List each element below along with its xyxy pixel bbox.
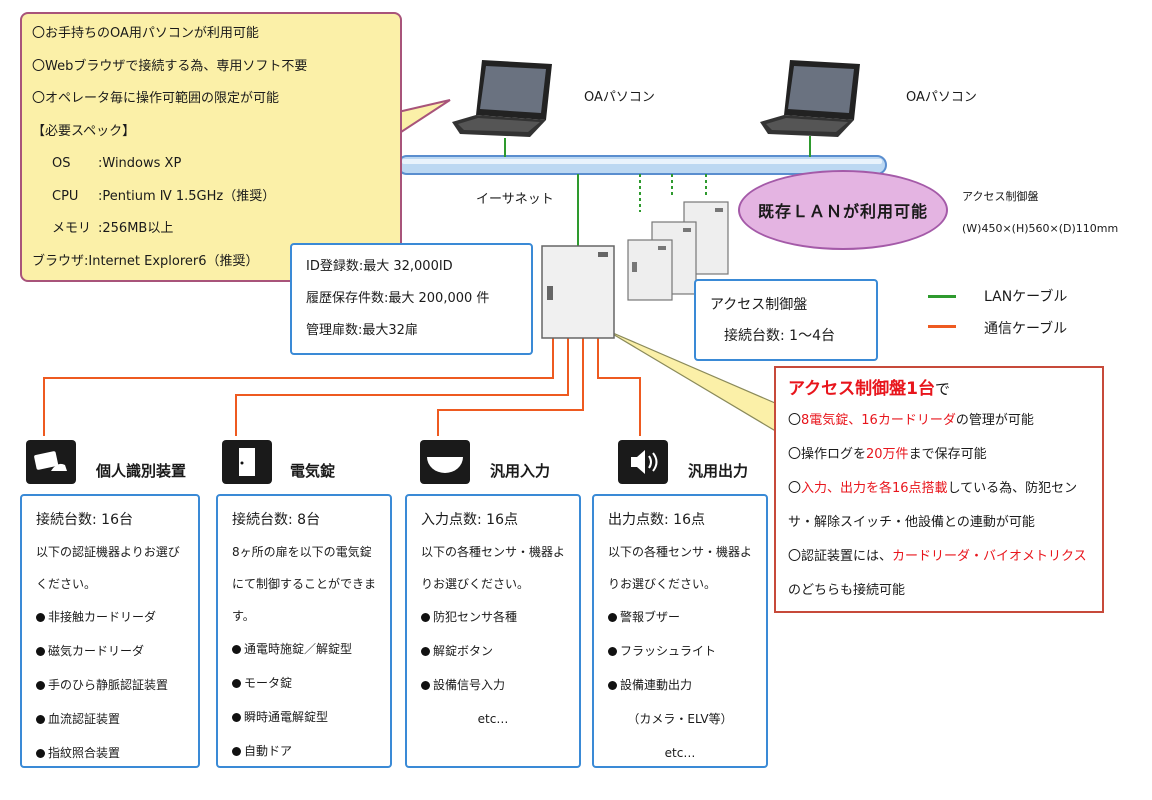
lan-legend-swatch <box>928 295 956 298</box>
panel-count-value: 接続台数: 1～4台 <box>724 328 835 344</box>
category-title: 個人識別装置 <box>96 462 187 480</box>
benefit-line: 〇お手持ちのOA用パソコンが利用可能 <box>32 26 259 41</box>
ethernet-label: イーサネット <box>476 192 554 207</box>
category-head: 接続台数: 16台 <box>36 512 133 528</box>
comm-legend-label: 通信ケーブル <box>984 321 1068 337</box>
category-box-general-input: 入力点数: 16点 以下の各種センサ・機器よ りお選びください。 防犯センサ各種… <box>405 494 581 768</box>
panel-dimensions: (W)450×(H)560×(D)110mm <box>962 222 1119 235</box>
controller-spec-box: ID登録数:最大 32,000ID 履歴保存件数:最大 200,000 件 管理… <box>290 243 533 355</box>
door-icon <box>222 440 272 484</box>
etc-note: etc… <box>477 712 509 726</box>
category-desc: りお選びください。 <box>608 577 717 591</box>
category-box-general-output: 出力点数: 16点 以下の各種センサ・機器よ りお選びください。 警報ブザー フ… <box>592 494 768 768</box>
sensor-dome-icon <box>420 440 470 484</box>
spec-row: ID登録数:最大 32,000ID <box>306 259 453 274</box>
category-desc: 以下の各種センサ・機器よ <box>421 545 566 559</box>
extra-panel-icon <box>627 239 673 301</box>
category-desc: す。 <box>232 609 255 623</box>
category-desc: 8ヶ所の扉を以下の電気錠 <box>232 545 372 559</box>
pc-label: OAパソコン <box>584 90 655 105</box>
category-title: 電気錠 <box>290 462 336 480</box>
category-desc: ください。 <box>36 577 97 591</box>
access-control-panel-icon <box>541 245 615 339</box>
lan-legend-label: LANケーブル <box>984 289 1068 305</box>
category-desc: にて制御することができま <box>232 577 377 591</box>
feature-line: サ・解除スイッチ・他設備との連動が可能 <box>788 515 1035 530</box>
spec-memory: メモリ:256MB以上 <box>52 221 174 236</box>
spec-browser: ブラウザ:Internet Explorer6（推奨） <box>32 253 259 269</box>
category-desc: 以下の各種センサ・機器よ <box>608 545 753 559</box>
list-item: モータ錠 <box>232 666 376 700</box>
category-desc: りお選びください。 <box>421 577 530 591</box>
comm-legend-swatch <box>928 325 956 328</box>
card-reader-icon <box>26 440 76 484</box>
pc-label: OAパソコン <box>906 90 977 105</box>
laptop-icon <box>760 60 860 137</box>
existing-lan-oval: 既存ＬＡＮが利用可能 <box>738 170 948 250</box>
speaker-icon <box>618 440 668 484</box>
list-item: 磁気カードリーダ <box>36 634 184 668</box>
list-item: 非接触カードリーダ <box>36 600 184 634</box>
category-desc: 以下の認証機器よりお選び <box>36 545 180 559</box>
bubble-tail <box>397 99 451 136</box>
benefit-line: 〇オペレータ毎に操作可範囲の限定が可能 <box>32 91 280 106</box>
list-item: 通電時施錠／解錠型 <box>232 632 376 666</box>
spec-heading: 【必要スペック】 <box>32 123 136 139</box>
list-item: 手のひら静脈認証装置 <box>36 668 184 702</box>
category-title: 汎用入力 <box>490 462 551 480</box>
category-head: 接続台数: 8台 <box>232 512 321 528</box>
feature-line: 〇認証装置には、カードリーダ・バイオメトリクス <box>788 549 1087 564</box>
feature-line: 〇入力、出力を各16点搭載している為、防犯セン <box>788 481 1078 496</box>
benefit-line: 〇Webブラウザで接続する為、専用ソフト不要 <box>32 58 308 74</box>
spec-cpu: CPU:Pentium Ⅳ 1.5GHz（推奨） <box>52 188 276 204</box>
list-item: 自動ドア <box>232 734 376 768</box>
list-item: 設備連動出力 <box>608 668 752 702</box>
feature-line: 〇8電気錠、16カードリーダの管理が可能 <box>788 413 1034 428</box>
laptop-icon <box>452 60 552 137</box>
feature-line: のどちらも接続可能 <box>788 583 906 598</box>
panel-label: アクセス制御盤 <box>962 190 1039 203</box>
list-item: 指紋照合装置 <box>36 736 184 770</box>
category-title: 汎用出力 <box>688 462 749 480</box>
list-item: 設備信号入力 <box>421 668 565 702</box>
category-box-electric-lock: 接続台数: 8台 8ヶ所の扉を以下の電気錠 にて制御することができま す。 通電… <box>216 494 392 768</box>
category-head: 出力点数: 16点 <box>608 512 705 528</box>
spec-row: 履歴保存件数:最大 200,000 件 <box>306 291 490 306</box>
panel-count-box: アクセス制御盤 接続台数: 1～4台 <box>694 279 878 361</box>
comm-cables <box>43 338 641 436</box>
spec-os: OS:Windows XP <box>52 156 182 171</box>
etc-note: etc… <box>664 746 696 760</box>
list-item: 瞬時通電解錠型 <box>232 700 376 734</box>
feature-title: アクセス制御盤1台で <box>788 379 950 399</box>
list-item: フラッシュライト <box>608 634 752 668</box>
category-head: 入力点数: 16点 <box>421 512 518 528</box>
spec-row: 管理扉数:最大32扉 <box>306 323 418 338</box>
list-item: 防犯センサ各種 <box>421 600 565 634</box>
list-item: 解錠ボタン <box>421 634 565 668</box>
panel-count-title: アクセス制御盤 <box>710 297 808 313</box>
list-item: 警報ブザー <box>608 600 752 634</box>
ethernet-highlight <box>402 159 882 164</box>
feature-box: アクセス制御盤1台で 〇8電気錠、16カードリーダの管理が可能 〇操作ログを20… <box>774 366 1104 613</box>
benefit-bubble: 〇お手持ちのOA用パソコンが利用可能 〇Webブラウザで接続する為、専用ソフト不… <box>20 12 402 282</box>
category-box-identification: 接続台数: 16台 以下の認証機器よりお選び ください。 非接触カードリーダ 磁… <box>20 494 200 768</box>
list-item: 血流認証装置 <box>36 702 184 736</box>
sub-note: （カメラ・ELV等） <box>627 712 733 726</box>
feature-line: 〇操作ログを20万件まで保存可能 <box>788 447 987 462</box>
